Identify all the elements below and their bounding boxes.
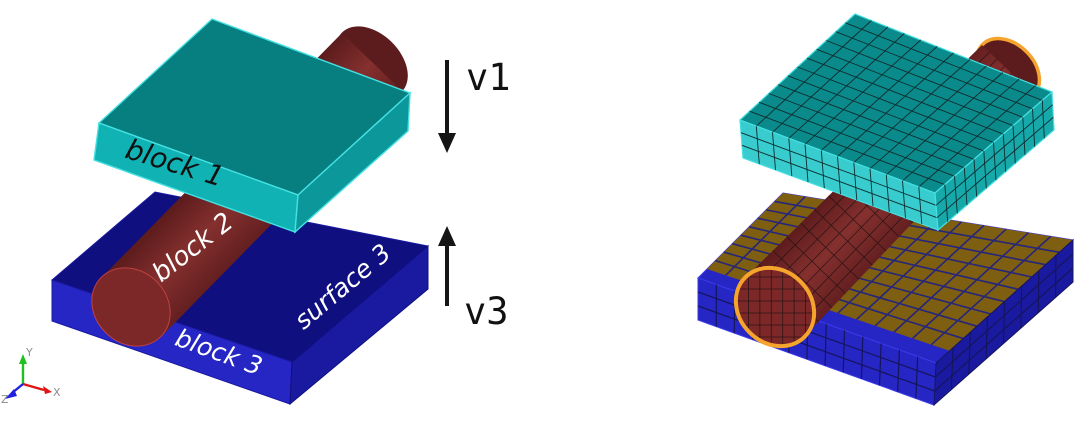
mesh-line bbox=[954, 176, 958, 214]
cylinder-front-cap-highlight-ring bbox=[733, 265, 817, 349]
mesh-line bbox=[934, 253, 1074, 378]
mesh-line bbox=[828, 195, 887, 252]
mesh-line bbox=[1020, 286, 1023, 329]
mesh-line bbox=[860, 336, 864, 379]
geometry-panel: surface 3 block 3 block 2 block 1 v1 v3 bbox=[1, 18, 511, 406]
v3-label: v3 bbox=[464, 290, 509, 333]
block1-right-mesh bbox=[935, 100, 1054, 222]
mesh-line bbox=[804, 144, 809, 183]
mesh-line bbox=[950, 347, 954, 390]
v1-label: v1 bbox=[466, 56, 511, 99]
mesh-line bbox=[985, 316, 988, 359]
mesh-line bbox=[869, 168, 874, 207]
mesh-line bbox=[787, 75, 984, 152]
x-axis-arrowhead bbox=[43, 386, 52, 394]
v3-arrowhead bbox=[438, 226, 456, 246]
mesh-line bbox=[800, 222, 860, 280]
mesh-line bbox=[853, 162, 858, 201]
block1-top-mesh bbox=[749, 20, 1043, 188]
mesh-line bbox=[788, 138, 793, 177]
axis-triad: Y X Z bbox=[1, 346, 61, 406]
mesh-line bbox=[1002, 301, 1006, 344]
mesh-line bbox=[786, 236, 846, 294]
x-axis-label: X bbox=[53, 386, 61, 399]
block1-right-face bbox=[294, 91, 411, 234]
mesh-line bbox=[1012, 125, 1016, 164]
mesh-line bbox=[837, 217, 940, 314]
mesh-line bbox=[814, 209, 873, 266]
mesh-line bbox=[897, 349, 900, 392]
mesh-line bbox=[968, 332, 971, 375]
mesh-line bbox=[935, 104, 1053, 206]
v1-arrow bbox=[438, 60, 456, 153]
mesh-line bbox=[845, 22, 1043, 101]
mesh-line bbox=[934, 267, 1074, 392]
cylinder-front-cap bbox=[735, 267, 815, 347]
block1-mesh bbox=[738, 13, 1055, 232]
mesh-line bbox=[697, 305, 935, 392]
mesh-line bbox=[930, 235, 1052, 346]
block3-right-mesh bbox=[934, 253, 1074, 392]
mesh-line bbox=[759, 101, 955, 177]
mesh-line bbox=[1037, 270, 1040, 313]
mesh-line bbox=[893, 228, 1007, 333]
mesh-line bbox=[912, 232, 1029, 339]
mesh-line bbox=[993, 142, 997, 181]
mesh-line bbox=[963, 167, 968, 206]
y-axis-arrowhead bbox=[19, 354, 27, 364]
v1-arrowhead bbox=[438, 133, 456, 153]
mesh-line bbox=[1041, 100, 1045, 139]
mesh-line bbox=[824, 323, 827, 366]
mesh-line bbox=[740, 132, 937, 206]
mesh-line bbox=[1032, 108, 1036, 147]
y-axis-label: Y bbox=[25, 346, 33, 359]
mesh-line bbox=[855, 221, 963, 321]
mesh-line bbox=[878, 343, 882, 386]
mesh-line bbox=[835, 31, 1033, 110]
mesh-line bbox=[944, 184, 949, 222]
mesh-line bbox=[837, 156, 841, 195]
mesh-line bbox=[902, 180, 906, 219]
mesh-line bbox=[973, 159, 978, 197]
block1-geometry bbox=[93, 18, 412, 234]
mesh-line bbox=[1022, 117, 1026, 156]
mesh-line bbox=[915, 356, 919, 399]
cylinder-front-cap bbox=[91, 267, 171, 347]
mesh-line bbox=[772, 132, 776, 171]
mesh-line bbox=[885, 174, 890, 213]
mesh-line bbox=[725, 196, 806, 276]
mesh-line bbox=[772, 250, 833, 308]
mesh-panel bbox=[697, 13, 1075, 407]
x-axis bbox=[22, 382, 45, 392]
mesh-line bbox=[936, 116, 1054, 219]
mesh-line bbox=[1002, 134, 1007, 172]
mesh-line bbox=[806, 57, 1004, 135]
mesh-line bbox=[842, 330, 846, 373]
mesh-line bbox=[820, 150, 825, 189]
mesh-line bbox=[826, 40, 1023, 118]
mesh-line bbox=[749, 110, 945, 186]
mesh-line bbox=[741, 144, 938, 219]
mesh-line bbox=[874, 224, 985, 327]
block1-front-mesh bbox=[740, 126, 938, 225]
mesh-line bbox=[816, 48, 1014, 127]
v3-arrow bbox=[438, 226, 456, 306]
mesh-line bbox=[797, 66, 994, 143]
mesh-line bbox=[983, 150, 987, 189]
mesh-line bbox=[755, 126, 760, 165]
mesh-line bbox=[778, 84, 975, 160]
z-axis-label: Z bbox=[1, 393, 9, 406]
z-axis-arrowhead bbox=[5, 389, 17, 399]
block3-right-face bbox=[289, 244, 429, 406]
mesh-line bbox=[768, 93, 965, 169]
mesh-line bbox=[918, 186, 923, 225]
